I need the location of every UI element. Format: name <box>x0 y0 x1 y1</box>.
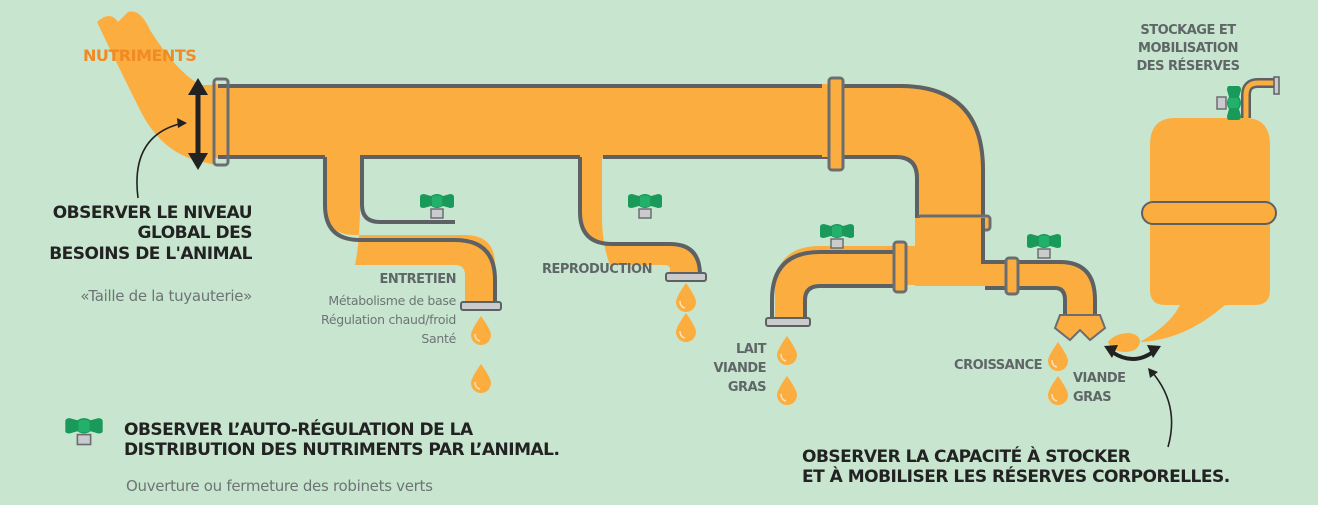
legend-storage-line-2: ET À MOBILISER LES RÉSERVES CORPORELLES. <box>802 467 1230 488</box>
croissance-gras: GRAS <box>1073 389 1112 405</box>
storage-line-2: MOBILISATION <box>1138 41 1238 57</box>
global-need-line-3: BESOINS DE L'ANIMAL <box>49 243 252 264</box>
entretien-detail-3: Santé <box>421 330 456 346</box>
entretien-details: Métabolisme de base Régulation chaud/fro… <box>270 292 456 348</box>
legend-valve-line-2: DISTRIBUTION DES NUTRIMENTS PAR L’ANIMAL… <box>124 440 560 461</box>
croissance-details: VIANDE GRAS <box>1073 370 1126 408</box>
main-pipe <box>212 76 992 232</box>
croissance-viande: VIANDE <box>1073 371 1126 386</box>
storage-line-3: DES RÉSERVES <box>1136 59 1240 75</box>
entretien-detail-1: Métabolisme de base <box>328 293 456 308</box>
legend-storage-title: OBSERVER LA CAPACITÉ À STOCKER ET À MOBI… <box>802 447 1230 488</box>
storage-tank <box>1140 76 1280 342</box>
global-need-title: OBSERVER LE NIVEAU GLOBAL DES BESOINS DE… <box>20 203 252 264</box>
drops-entretien <box>470 315 492 394</box>
pipe-entretien <box>323 157 502 311</box>
production-lait: LAIT <box>735 342 767 357</box>
legend-valve-subtitle: Ouverture ou fermeture des robinets vert… <box>126 477 433 495</box>
storage-line-1: STOCKAGE ET <box>1140 23 1236 38</box>
nutrient-inflow-shape <box>97 11 215 166</box>
double-arrow-vertical-icon <box>188 78 208 170</box>
drops-reproduction <box>675 282 697 343</box>
global-need-line-1: OBSERVER LE NIVEAU <box>52 203 253 223</box>
legend-storage-line-1: OBSERVER LA CAPACITÉ À STOCKER <box>802 447 1131 467</box>
storage-title: STOCKAGE ET MOBILISATION DES RÉSERVES <box>1130 22 1246 77</box>
entretien-detail-2: Régulation chaud/froid <box>321 311 456 327</box>
production-details: LAIT VIANDE GRAS <box>700 341 766 398</box>
pipe-production <box>765 218 985 327</box>
green-valve-icon <box>64 417 104 446</box>
global-need-subtitle: «Taille de la tuyauterie» <box>80 287 252 305</box>
double-arrow-curved-icon <box>1104 345 1161 361</box>
global-need-line-2: GLOBAL DES <box>137 223 253 244</box>
reproduction-title: REPRODUCTION <box>541 262 653 277</box>
legend-valve-title: OBSERVER L’AUTO-RÉGULATION DE LA DISTRIB… <box>124 420 560 461</box>
nutriments-label: NUTRIMENTS <box>83 46 197 65</box>
production-viande: VIANDE <box>713 360 766 376</box>
pointer-arrow-global <box>136 122 184 199</box>
legend-valve-line-1: OBSERVER L’AUTO-RÉGULATION DE LA <box>124 420 473 440</box>
entretien-title: ENTRETIEN <box>379 272 457 287</box>
croissance-title: CROISSANCE <box>954 358 1042 373</box>
pipe-reproduction <box>578 157 707 282</box>
pointer-arrow-storage <box>1151 371 1173 448</box>
pipe-croissance <box>981 218 1107 342</box>
drops-croissance <box>1047 341 1069 406</box>
drops-production <box>776 335 798 406</box>
production-gras: GRAS <box>727 379 767 395</box>
